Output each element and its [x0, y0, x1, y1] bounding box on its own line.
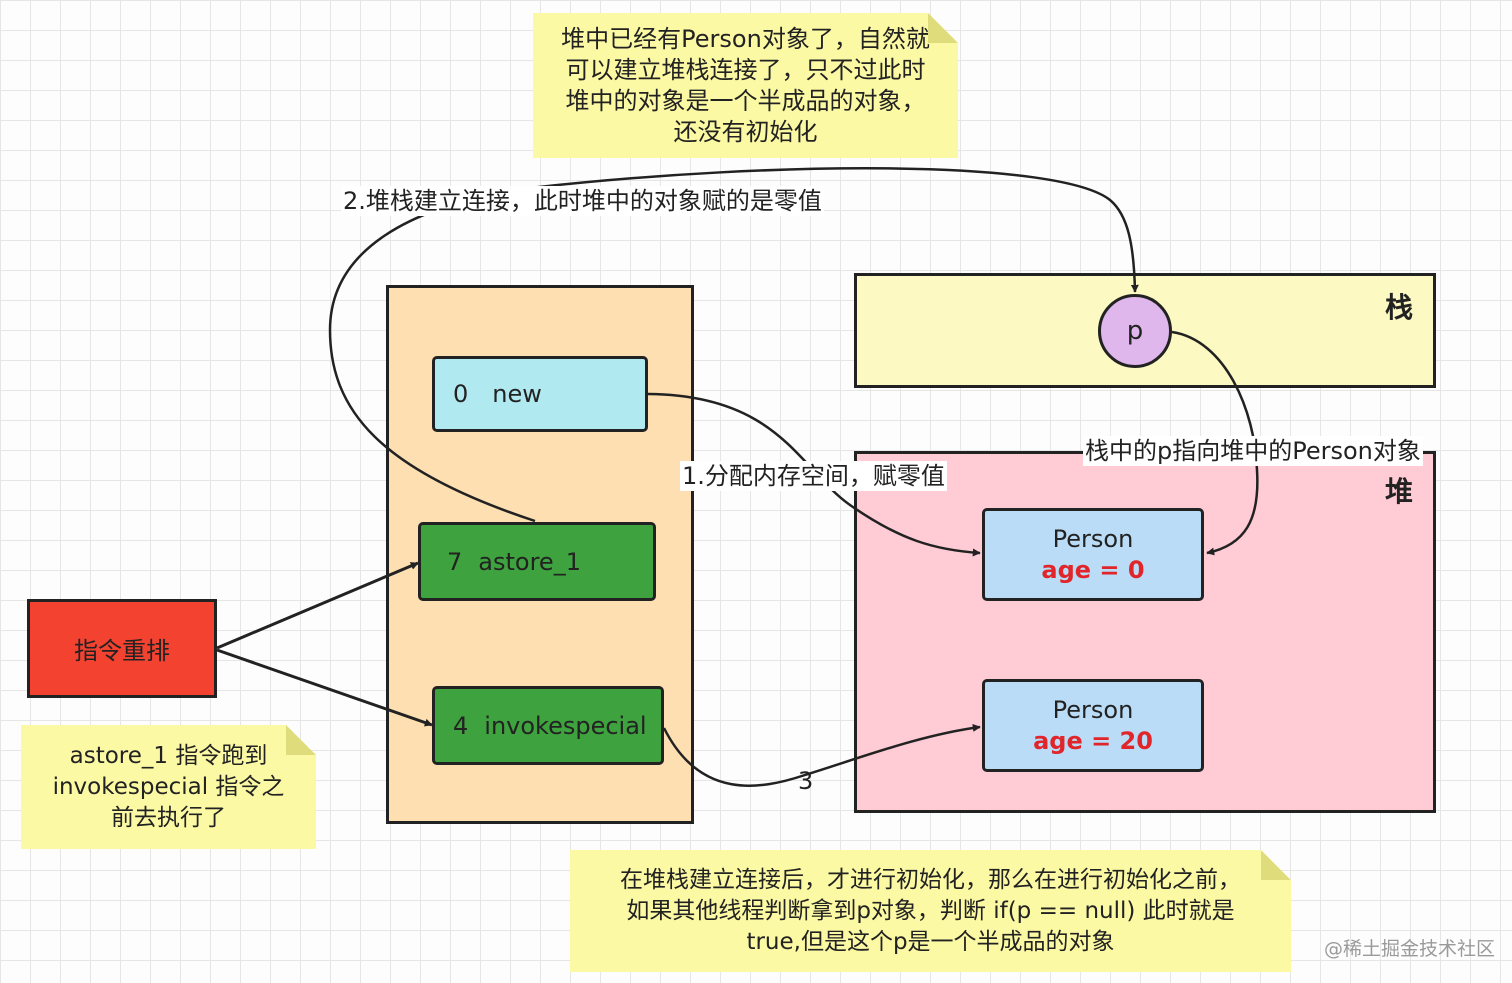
instr-invokespecial: 4 invokespecial	[432, 686, 664, 765]
label-step2: 2.堆栈建立连接，此时堆中的对象赋的是零值	[341, 186, 824, 216]
note-bottom: 在堆栈建立连接后，才进行初始化，那么在进行初始化之前， 如果其他线程判断拿到p对…	[570, 850, 1291, 972]
person-object-init-name: Person	[1052, 695, 1134, 724]
reorder-label: 指令重排	[74, 637, 170, 665]
watermark: @稀土掘金技术社区	[1324, 938, 1496, 960]
person-object-zero-name: Person	[1052, 524, 1134, 553]
stack-var-p-label: p	[1126, 316, 1144, 346]
note-top: 堆中已经有Person对象了，自然就 可以建立堆栈连接了，只不过此时 堆中的对象…	[533, 13, 958, 158]
note-top-text: 堆中已经有Person对象了，自然就 可以建立堆栈连接了，只不过此时 堆中的对象…	[561, 24, 930, 146]
note-left: astore_1 指令跑到 invokespecial 指令之 前去执行了	[21, 725, 316, 849]
arrow-reorder-astore	[216, 561, 419, 650]
stack-title: 栈	[1384, 291, 1413, 324]
arrow-step3	[662, 723, 981, 787]
instr-astore-op: astore_1	[478, 547, 581, 576]
label-step3: 3	[798, 767, 814, 795]
instr-new: 0 new	[432, 356, 648, 432]
reorder-box: 指令重排	[27, 599, 217, 698]
instr-invokespecial-index: 4	[453, 711, 469, 740]
arrow-reorder-invoke	[216, 648, 433, 727]
instr-new-index: 0	[453, 380, 469, 408]
stack-var-p: p	[1098, 294, 1172, 368]
arrow-step1	[647, 392, 981, 557]
instr-new-op: new	[492, 380, 542, 408]
instr-astore: 7 astore_1	[418, 522, 656, 601]
heap-title: 堆	[1384, 475, 1413, 508]
person-object-init-field: age = 20	[1033, 726, 1153, 755]
person-object-init: Person age = 20	[982, 679, 1204, 772]
person-object-zero-field: age = 0	[1041, 555, 1145, 584]
note-left-text: astore_1 指令跑到 invokespecial 指令之 前去执行了	[52, 742, 285, 831]
label-step1: 1.分配内存空间，赋零值	[680, 461, 947, 491]
instr-astore-index: 7	[447, 547, 463, 576]
person-object-zero: Person age = 0	[982, 508, 1204, 601]
instr-invokespecial-op: invokespecial	[484, 711, 647, 740]
note-bottom-text: 在堆栈建立连接后，才进行初始化，那么在进行初始化之前， 如果其他线程判断拿到p对…	[620, 866, 1241, 955]
label-pointer: 栈中的p指向堆中的Person对象	[1083, 436, 1423, 466]
